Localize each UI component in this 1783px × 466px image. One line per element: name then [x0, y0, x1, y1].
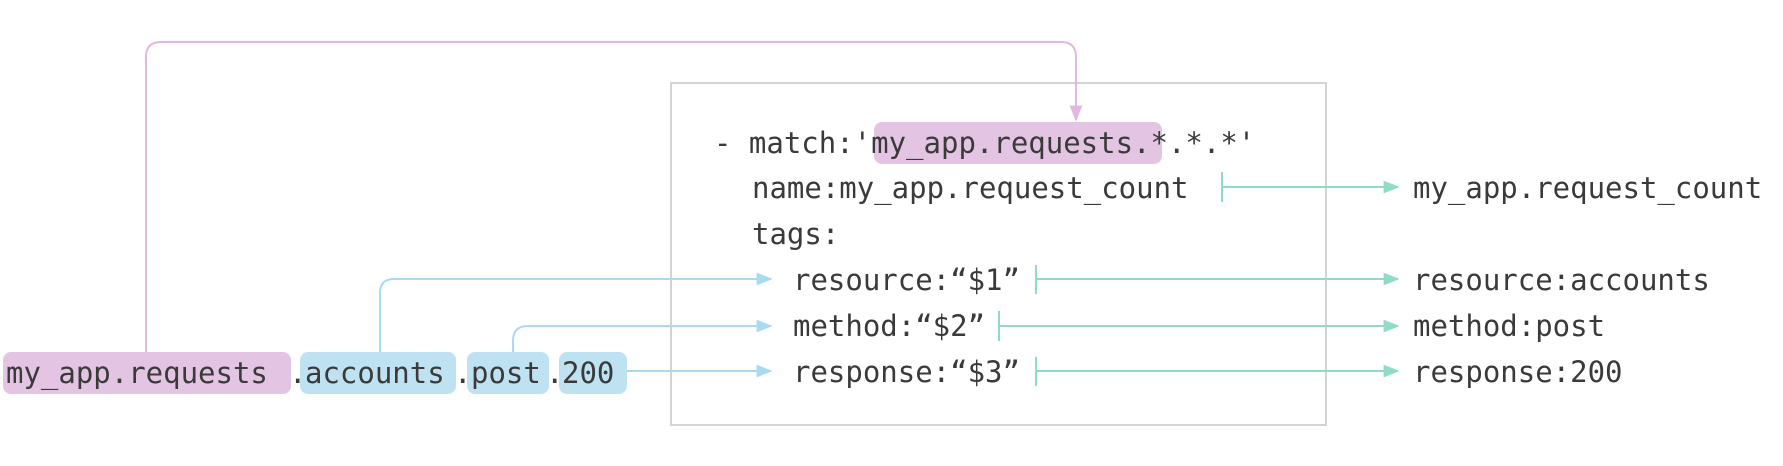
output-tag-resource: resource:accounts	[1413, 263, 1710, 297]
source-tag-accounts-highlight	[300, 352, 456, 394]
source-tag-accounts: accounts	[305, 356, 445, 390]
source-tag-200: 200	[562, 356, 614, 390]
source-separator: .	[289, 356, 306, 390]
tag-line-method: method:“$2”	[793, 309, 985, 343]
metric-connector-line	[145, 41, 1083, 352]
source-metric-name-highlight	[3, 352, 291, 394]
output-tag-response: response:200	[1413, 355, 1623, 389]
source-metric-name: my_app.requests	[6, 356, 268, 391]
tag-line-resource: resource:“$1”	[793, 263, 1020, 297]
source-tag-post: post	[471, 356, 541, 390]
match-highlight-box	[874, 122, 1162, 164]
tags-line: tags:	[752, 217, 839, 251]
source-separator: .	[546, 356, 563, 390]
tag-connector-accounts	[379, 272, 773, 352]
match-line: - match:'my_app.requests.*.*.*'	[714, 126, 1255, 161]
source-separator: .	[454, 356, 471, 390]
match-prefix: - match:'	[714, 126, 871, 160]
source-tag-post-highlight	[467, 352, 549, 394]
output-metric-name: my_app.request_count	[1413, 171, 1762, 206]
tag-connector-post	[512, 319, 773, 352]
output-tag-method: method:post	[1413, 309, 1605, 343]
match-highlight: my_app.requests	[871, 126, 1133, 161]
match-suffix: .*.*.*'	[1133, 126, 1255, 160]
name-line: name:my_app.request_count	[752, 171, 1189, 206]
tag-line-response: response:“$3”	[793, 355, 1020, 389]
mapping-rule-box	[670, 82, 1327, 426]
source-tag-200-highlight	[559, 352, 627, 394]
